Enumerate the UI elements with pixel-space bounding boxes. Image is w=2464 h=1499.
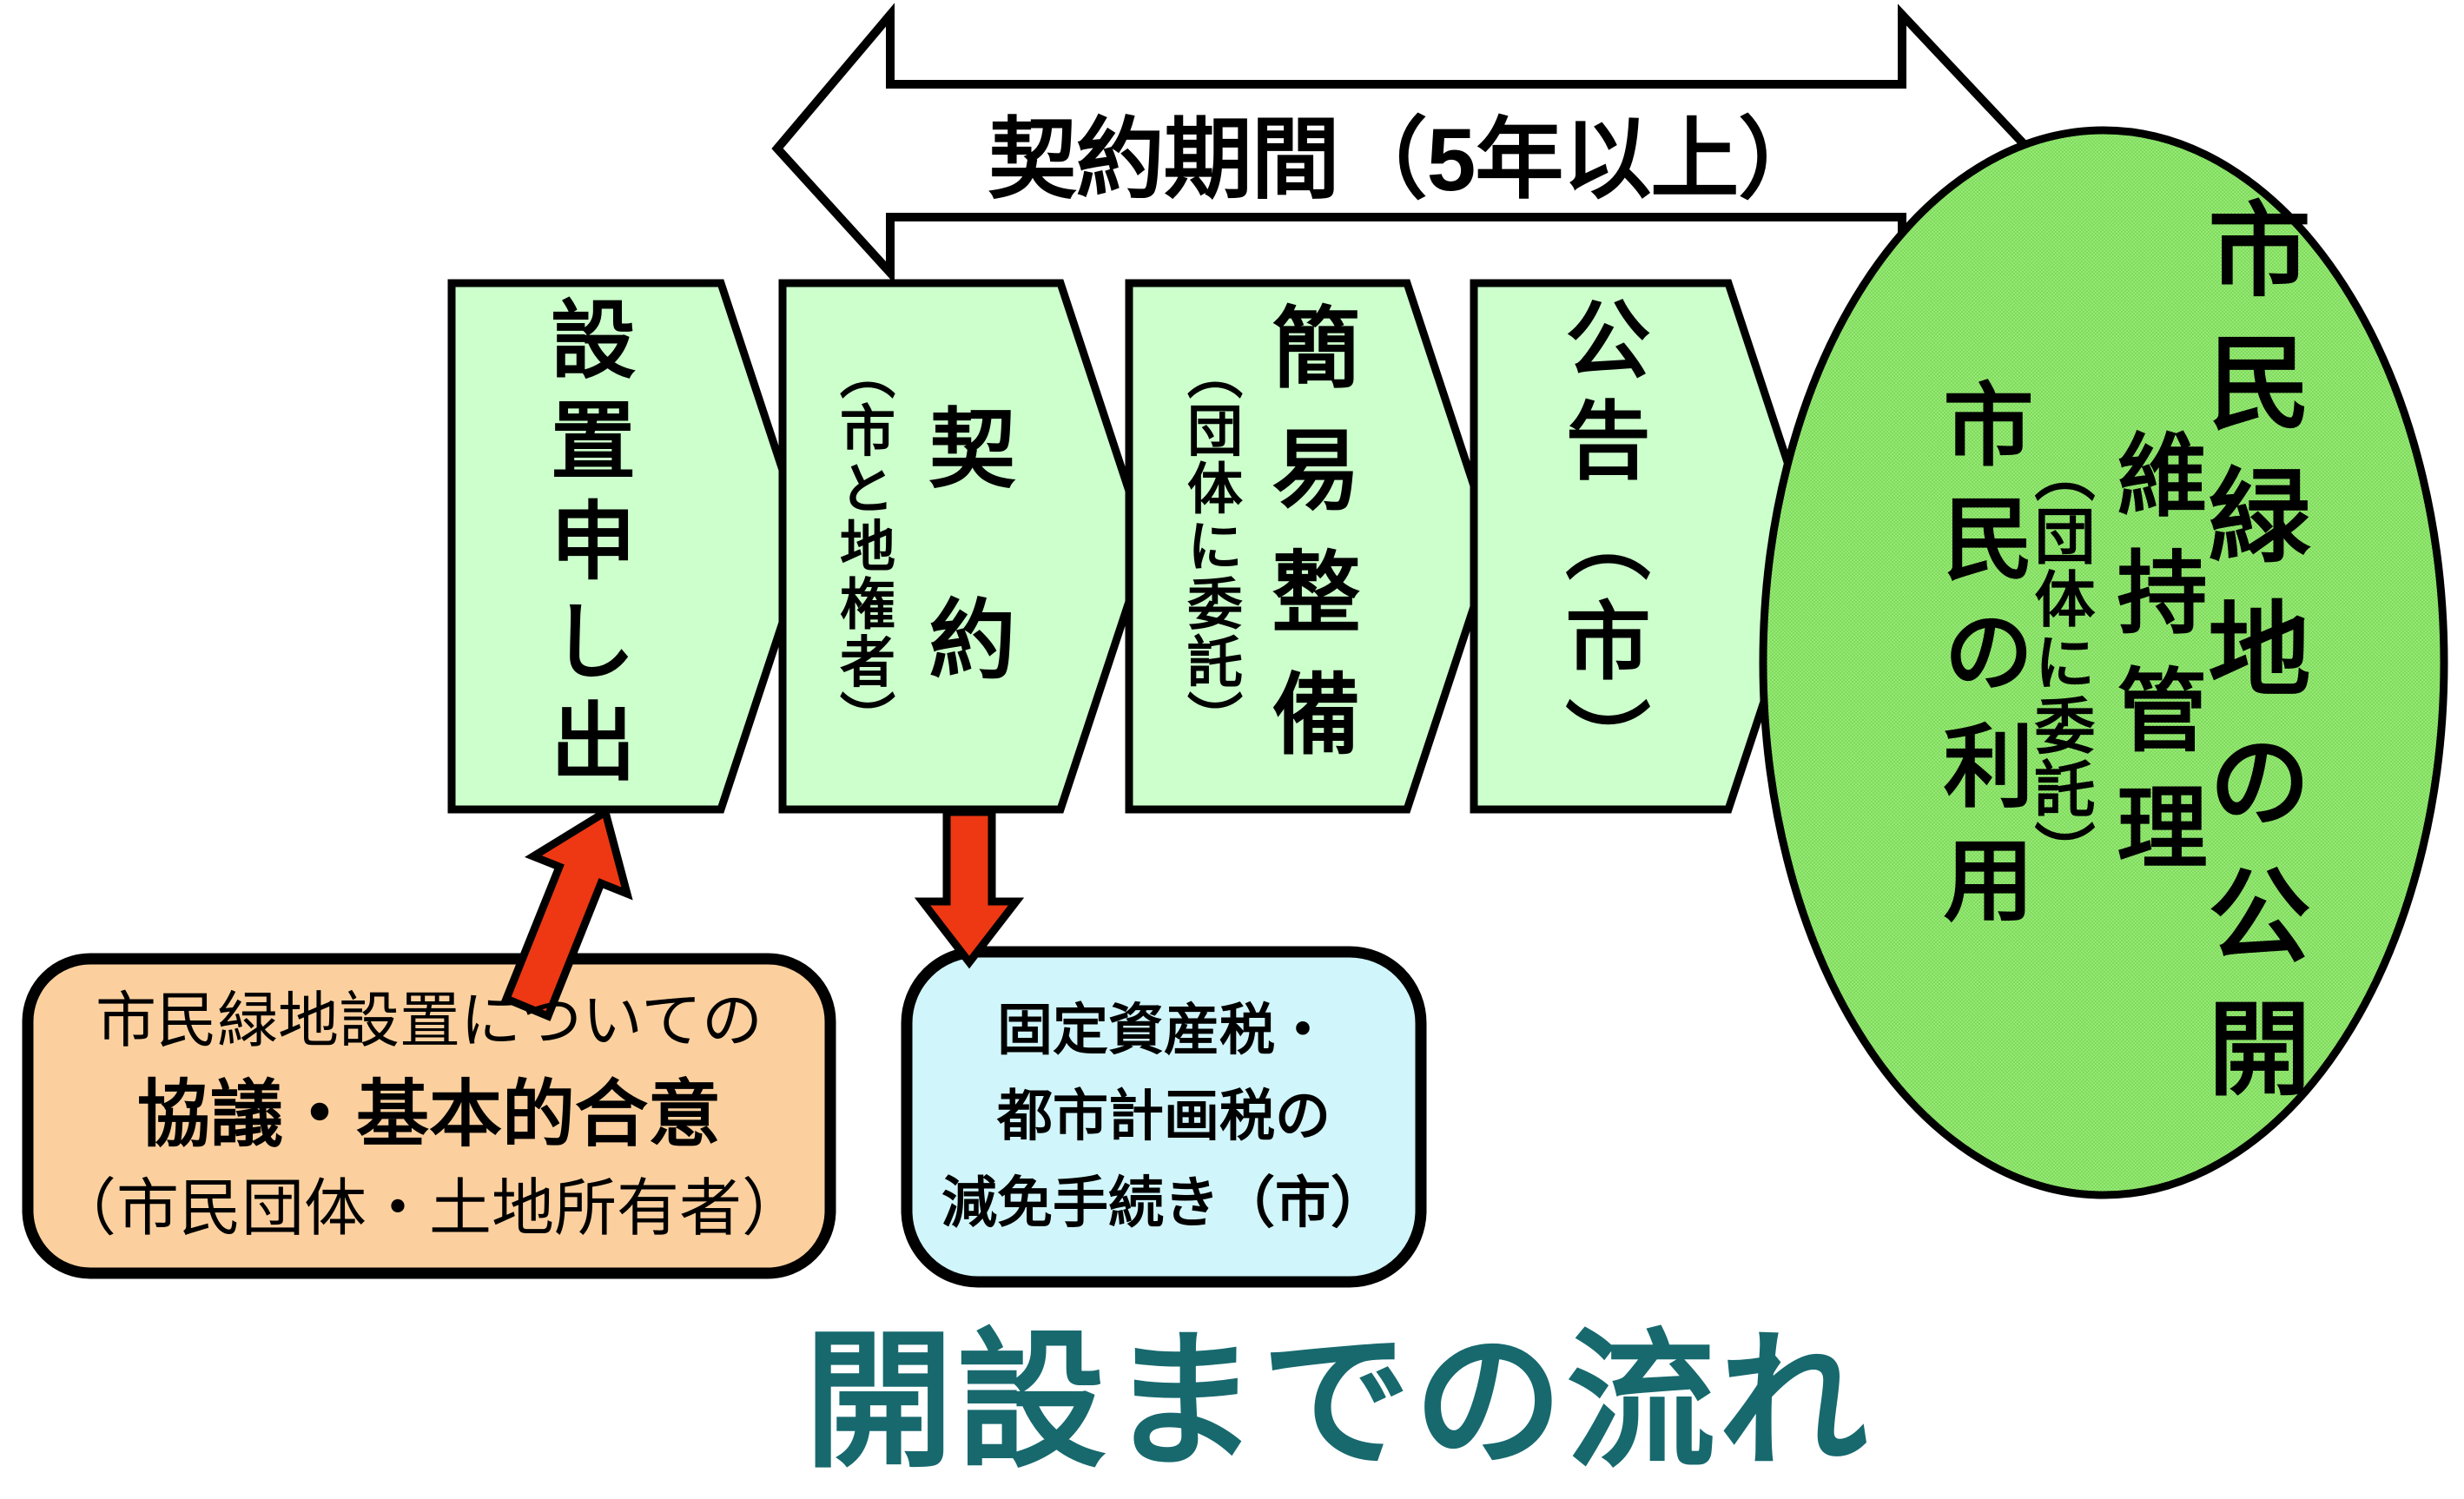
step-public-notice: 公告（市） bbox=[1474, 283, 1728, 809]
step-application: 設置申し出 bbox=[452, 283, 721, 809]
result-ellipse-shape bbox=[1759, 126, 2448, 1199]
result-maintenance-sublabel: （団体に委託） bbox=[2026, 441, 2094, 884]
red-arrow-up-icon bbox=[501, 806, 633, 1021]
step-chevron-simple-maintenance bbox=[1125, 279, 1498, 814]
step-simple-maintenance-label: 簡易整備 bbox=[1259, 301, 1358, 791]
step-chevron-contract bbox=[778, 279, 1152, 814]
step-public-notice-label: 公告（市） bbox=[1553, 294, 1649, 798]
contract-period-label: 契約期間（5年以上） bbox=[988, 109, 1827, 209]
tax-note-shape bbox=[901, 946, 1427, 1288]
agreement-note-line3: （市民団体・土地所有者） bbox=[53, 1174, 804, 1245]
agreement-note: 市民緑地設置についての 協議・基本的合意 （市民団体・土地所有者） bbox=[28, 959, 830, 1273]
tax-note-line2: 都市計画税の bbox=[997, 1085, 1331, 1148]
step-chevron-application bbox=[447, 279, 812, 814]
result-maintenance-label: 維持管理 bbox=[2103, 427, 2203, 898]
red-arrow-down-icon bbox=[914, 808, 1025, 969]
step-contract-label: 契 約 bbox=[915, 403, 1013, 690]
step-contract: 契 約 （市と地権者） bbox=[783, 283, 1060, 809]
tax-note-line1: 固定資産税・ bbox=[997, 999, 1331, 1062]
tax-note: 固定資産税・ 都市計画税の 減免手続き（市） bbox=[907, 952, 1421, 1282]
result-public-open-label: 市民緑地の公開 bbox=[2192, 196, 2307, 1129]
step-contract-sublabel: （市と地権者） bbox=[832, 344, 895, 749]
step-application-label: 設置申し出 bbox=[538, 294, 634, 798]
step-simple-maintenance-sublabel: （団体に委託） bbox=[1179, 344, 1242, 749]
result-citizen-use-label: 市民の利用 bbox=[1929, 378, 2030, 948]
agreement-note-shape bbox=[22, 953, 836, 1279]
step-simple-maintenance: 簡易整備 （団体に委託） bbox=[1129, 283, 1407, 809]
agreement-note-line2: 協議・基本的合意 bbox=[136, 1073, 721, 1155]
result-ellipse-text: 市民緑地の公開 維持管理 （団体に委託） 市民の利用 bbox=[1789, 156, 2423, 1169]
page-title: 開設までの流れ bbox=[803, 1320, 1872, 1486]
agreement-note-line1: 市民緑地設置についての bbox=[96, 987, 763, 1055]
tax-note-line3: 減免手続き（市） bbox=[941, 1171, 1386, 1234]
